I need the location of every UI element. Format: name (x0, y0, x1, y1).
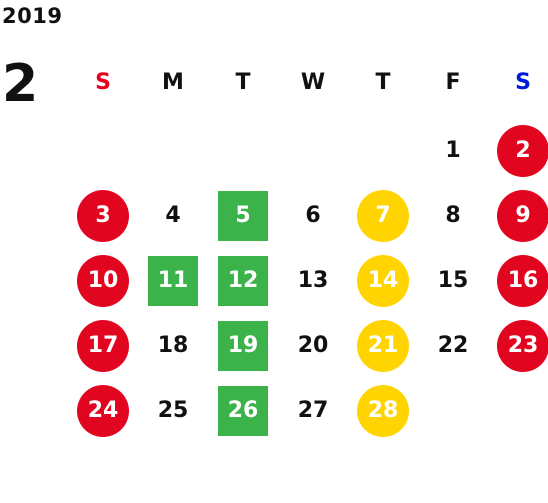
day-number: 9 (497, 189, 548, 242)
day-cell[interactable]: 12 (208, 248, 278, 313)
day-cell[interactable]: 22 (418, 313, 488, 378)
day-cell[interactable]: 26 (208, 378, 278, 443)
day-number: 16 (497, 254, 548, 307)
weekday-label: T (235, 70, 251, 95)
day-cell[interactable]: 11 (138, 248, 208, 313)
day-number: 7 (357, 189, 409, 242)
day-cell[interactable]: 24 (68, 378, 138, 443)
day-number: 8 (445, 203, 461, 228)
day-cell[interactable]: 9 (488, 183, 548, 248)
weekday-label: S (95, 70, 111, 95)
day-cell[interactable]: 25 (138, 378, 208, 443)
day-cell[interactable]: 27 (278, 378, 348, 443)
year-label: 2019 (2, 4, 63, 28)
day-number: 5 (218, 190, 268, 241)
day-cell[interactable]: 6 (278, 183, 348, 248)
day-cell[interactable]: 16 (488, 248, 548, 313)
day-number: 2 (497, 124, 548, 177)
day-number: 14 (357, 254, 409, 307)
day-number: 25 (157, 398, 189, 423)
day-cell[interactable]: 17 (68, 313, 138, 378)
day-cell[interactable]: 15 (418, 248, 488, 313)
weekday-label: W (300, 70, 326, 95)
day-number: 11 (148, 255, 198, 306)
weekday-label: S (515, 70, 531, 95)
day-cell[interactable]: 8 (418, 183, 488, 248)
day-number: 3 (77, 189, 129, 242)
day-number: 26 (218, 385, 268, 436)
day-number: 22 (437, 333, 469, 358)
day-cell[interactable]: 19 (208, 313, 278, 378)
day-cell[interactable]: 10 (68, 248, 138, 313)
day-number: 27 (297, 398, 329, 423)
day-number: 12 (218, 255, 268, 306)
day-cell[interactable]: 4 (138, 183, 208, 248)
day-cell[interactable]: 28 (348, 378, 418, 443)
day-number: 6 (305, 203, 321, 228)
weekday-label: T (375, 70, 391, 95)
day-number: 10 (77, 254, 129, 307)
day-number: 15 (437, 268, 469, 293)
day-cell[interactable]: 21 (348, 313, 418, 378)
day-cell[interactable]: 7 (348, 183, 418, 248)
day-cell[interactable]: 23 (488, 313, 548, 378)
day-cell[interactable]: 2 (488, 118, 548, 183)
day-number: 4 (165, 203, 181, 228)
day-number: 28 (357, 384, 409, 437)
day-number: 23 (497, 319, 548, 372)
day-number: 13 (297, 268, 329, 293)
day-cell[interactable]: 20 (278, 313, 348, 378)
day-cell[interactable]: 14 (348, 248, 418, 313)
day-number: 1 (445, 138, 461, 163)
weekday-label: M (162, 70, 184, 95)
day-number: 19 (218, 320, 268, 371)
day-cell[interactable]: 13 (278, 248, 348, 313)
weekday-label: F (445, 70, 461, 95)
day-cell[interactable]: 5 (208, 183, 278, 248)
day-number: 20 (297, 333, 329, 358)
day-number: 24 (77, 384, 129, 437)
day-cell[interactable]: 18 (138, 313, 208, 378)
month-number: 2 (2, 54, 39, 114)
day-cell[interactable]: 3 (68, 183, 138, 248)
day-number: 21 (357, 319, 409, 372)
day-cell[interactable]: 1 (418, 118, 488, 183)
day-number: 17 (77, 319, 129, 372)
day-number: 18 (157, 333, 189, 358)
